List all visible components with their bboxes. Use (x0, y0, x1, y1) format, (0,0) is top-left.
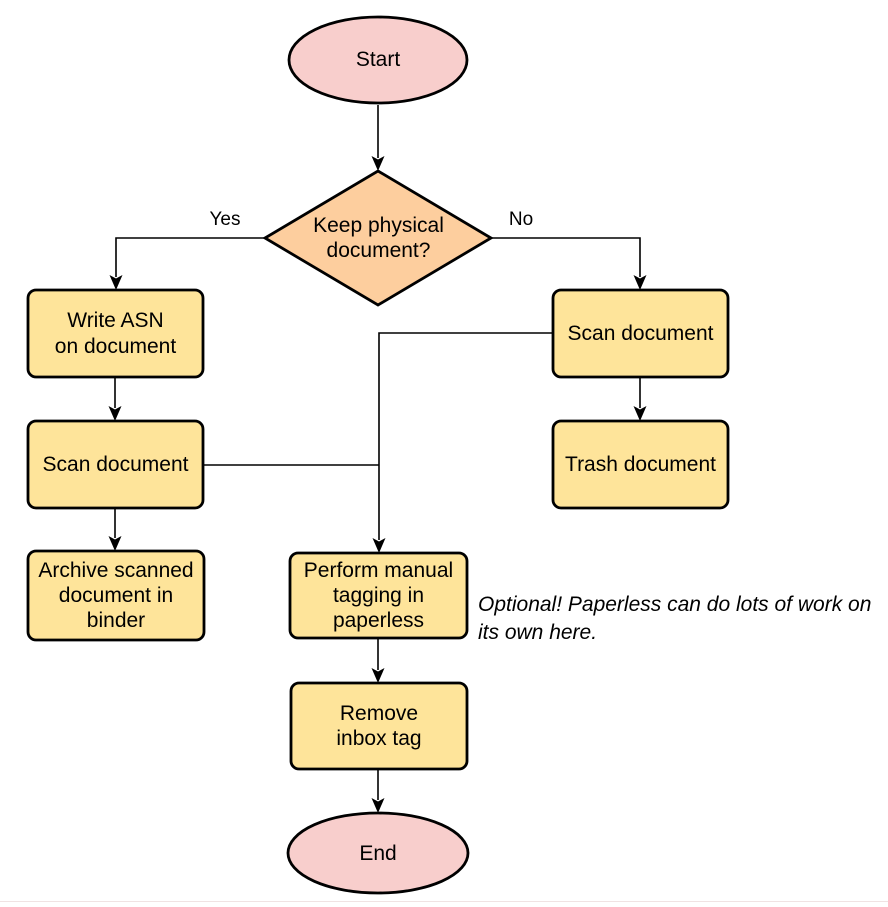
process-box-tagging (288, 551, 469, 640)
process-box-write-asn (26, 288, 205, 379)
arrowhead-remove-to-end (371, 798, 385, 813)
process-box-archive (26, 549, 206, 642)
arrowhead-tagging-to-remove (371, 668, 385, 683)
decision-diamond-shape (262, 169, 494, 307)
annotation-note: Optional! Paperless can do lots of work … (478, 593, 872, 644)
arrowhead-decision-no (633, 275, 647, 290)
edge-layer (108, 105, 647, 813)
arrowhead-to-tagging (372, 538, 386, 553)
process-box-scan-left (26, 419, 205, 510)
process-box-remove-inbox (289, 681, 469, 771)
edge-scanright-to-tagging (378, 332, 553, 540)
arrowhead-writeasn-to-scanleft (108, 406, 122, 421)
arrowhead-start-to-decision (371, 156, 385, 171)
arrowhead-decision-yes (109, 275, 123, 290)
process-box-trash (551, 419, 730, 510)
end-terminator-shape (286, 811, 470, 895)
arrowhead-scanright-to-trash (633, 406, 647, 421)
edge-decision-yes (115, 237, 266, 277)
bottom-divider (0, 901, 888, 902)
shape-layer (26, 15, 730, 895)
start-terminator-shape (287, 15, 469, 105)
edge-decision-no (490, 237, 641, 277)
process-box-scan-right (551, 288, 730, 379)
arrowhead-scanleft-to-archive (108, 536, 122, 551)
